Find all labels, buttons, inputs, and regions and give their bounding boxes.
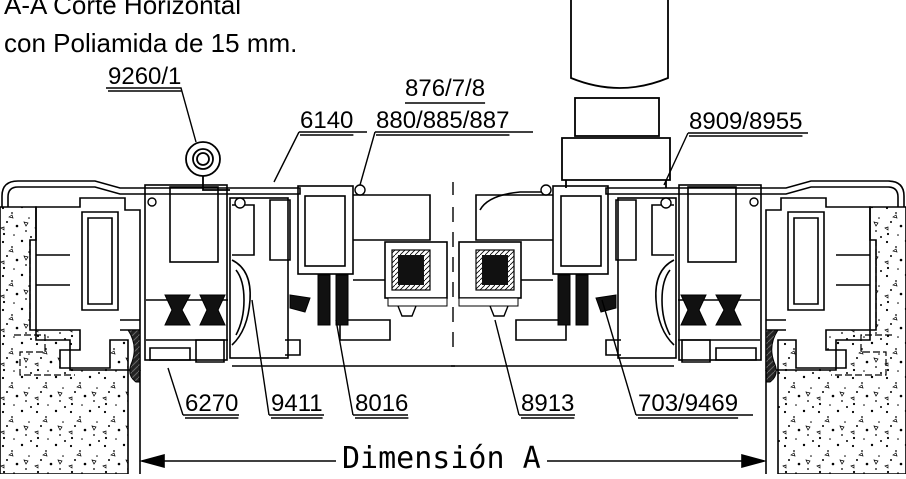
label-8909-8955: 8909/8955	[689, 108, 802, 135]
label-9411: 9411	[271, 390, 323, 417]
title-line-2: con Poliamida de 15 mm.	[4, 28, 298, 58]
label-6270: 6270	[185, 390, 238, 417]
wall-gaskets	[127, 329, 779, 383]
outer-frame	[1, 180, 905, 371]
label-8016: 8016	[355, 390, 408, 417]
label-8913: 8913	[521, 390, 574, 417]
label-6140: 6140	[300, 107, 353, 134]
thermal-breaks[interactable]	[164, 274, 742, 326]
lock-body[interactable]	[384, 241, 522, 317]
label-9260-1: 9260/1	[108, 63, 181, 90]
label-703-9469: 703/9469	[638, 390, 738, 417]
label-880-885-887: 880/885/887	[376, 107, 509, 134]
title-line-1: A-A Corte Horizontal	[4, 0, 241, 20]
handle[interactable]	[561, 0, 671, 188]
top-gaskets	[147, 184, 759, 209]
leader-lines	[106, 87, 808, 416]
roller-icon[interactable]	[185, 141, 230, 191]
label-876-7-8: 876/7/8	[405, 75, 485, 102]
dimension-label: Dimensión A	[336, 444, 547, 474]
